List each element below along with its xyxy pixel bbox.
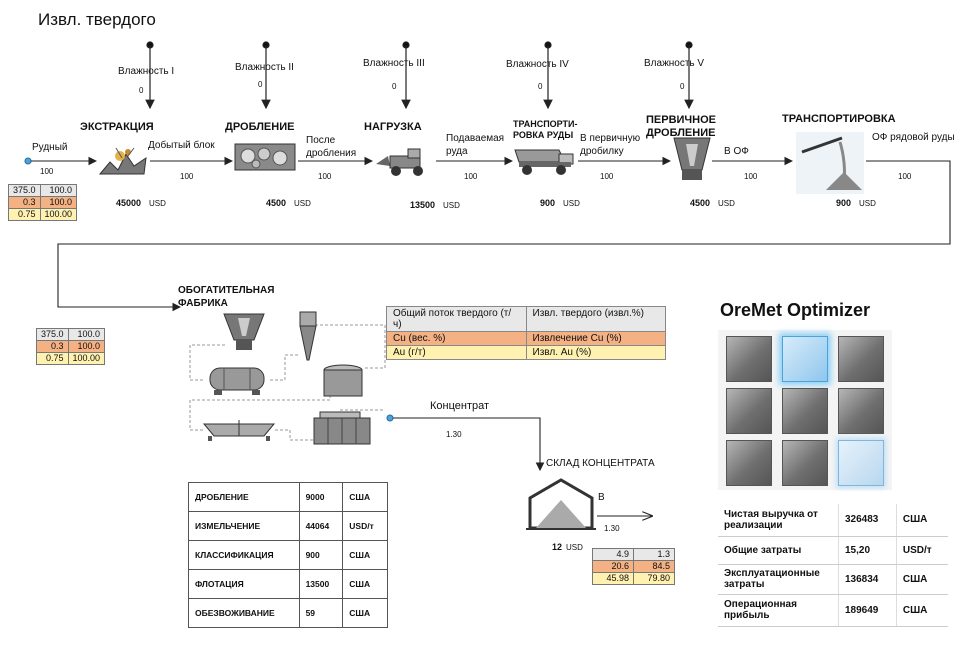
stream-after-crushing-value: 100 xyxy=(318,172,332,181)
optimizer-tile xyxy=(726,336,772,382)
moisture-label-2: Влажность II xyxy=(235,62,294,73)
gyratory-crusher-icon[interactable] xyxy=(672,136,712,182)
stockpile-title: СКЛАД КОНЦЕНТРАТА xyxy=(546,458,655,469)
plant-crusher-icon[interactable] xyxy=(222,312,266,352)
flotation-cells-icon[interactable] xyxy=(312,410,374,448)
stream-mined-block-value: 100 xyxy=(180,172,194,181)
stream-to-plant-label: В ОФ xyxy=(724,146,749,157)
stockpile-icon[interactable] xyxy=(526,476,596,532)
stream-to-plant-value: 100 xyxy=(744,172,758,181)
stream-to-crusher-value: 100 xyxy=(600,172,614,181)
legend-table: Общий поток твердого (т/ч)Извл. твердого… xyxy=(386,306,666,360)
moisture-value-1[interactable]: 0 xyxy=(139,86,144,95)
step-extraction-title: ЭКСТРАКЦИЯ xyxy=(80,121,154,133)
concentrate-label: Концентрат xyxy=(430,400,490,412)
optimizer-tile xyxy=(726,388,772,434)
thickener-icon[interactable] xyxy=(202,420,276,442)
stream-ore-value: 100 xyxy=(40,167,54,176)
moisture-value-5[interactable]: 0 xyxy=(680,82,685,91)
optimizer-tile xyxy=(782,440,828,486)
page-title: Извл. твердого xyxy=(38,10,156,29)
optimizer-tile xyxy=(838,388,884,434)
stream-feed-value: 100 xyxy=(464,172,478,181)
moisture-label-1: Влажность I xyxy=(118,66,175,77)
optimizer-tile xyxy=(782,388,828,434)
ball-mill-icon[interactable] xyxy=(204,364,270,396)
concentrate-value: 1.30 xyxy=(446,430,462,439)
optimizer-tile xyxy=(838,336,884,382)
loader-icon[interactable] xyxy=(374,146,434,176)
moisture-droppers xyxy=(145,41,694,110)
stockpile-out-label: В xyxy=(598,492,605,503)
moisture-label-3: Влажность III xyxy=(363,58,425,69)
step-transport-title: ТРАНСПОРТИРОВКА xyxy=(782,113,896,125)
optimizer-title: OreMet Optimizer xyxy=(720,300,871,320)
step-loading-title: НАГРУЗКА xyxy=(364,121,422,133)
crusher-icon[interactable] xyxy=(234,142,296,172)
moisture-value-2[interactable]: 0 xyxy=(258,80,263,89)
step-ore-transport-title: ТРАНСПОРТИ-РОВКА РУДЫ xyxy=(513,119,578,140)
stream-rom-label: ОФ рядовой руды xyxy=(872,132,955,143)
moisture-value-4[interactable]: 0 xyxy=(538,82,543,91)
moisture-value-3[interactable]: 0 xyxy=(392,82,397,91)
stream-mined-block-label: Добытый блок xyxy=(148,140,215,151)
optimizer-tile-highlight xyxy=(782,336,828,382)
optimizer-tile xyxy=(726,440,772,486)
conveyor-icon[interactable] xyxy=(796,132,864,194)
moisture-label-5: Влажность V xyxy=(644,58,705,69)
optimizer-tile-highlight xyxy=(838,440,884,486)
stockpile-out-value: 1.30 xyxy=(604,524,620,533)
cyclone-icon[interactable] xyxy=(294,310,322,364)
tank-icon[interactable] xyxy=(322,364,364,398)
stream-ore-label: Рудный xyxy=(32,142,68,153)
main-stream xyxy=(24,156,951,312)
haul-truck-icon[interactable] xyxy=(513,144,577,176)
stream-rom-value: 100 xyxy=(898,172,912,181)
blasting-icon[interactable] xyxy=(98,144,148,176)
moisture-label-4: Влажность IV xyxy=(506,59,569,70)
concentrate-line xyxy=(386,414,652,516)
step-crushing-title: ДРОБЛЕНИЕ xyxy=(225,121,295,133)
optimizer-logo xyxy=(718,330,892,490)
